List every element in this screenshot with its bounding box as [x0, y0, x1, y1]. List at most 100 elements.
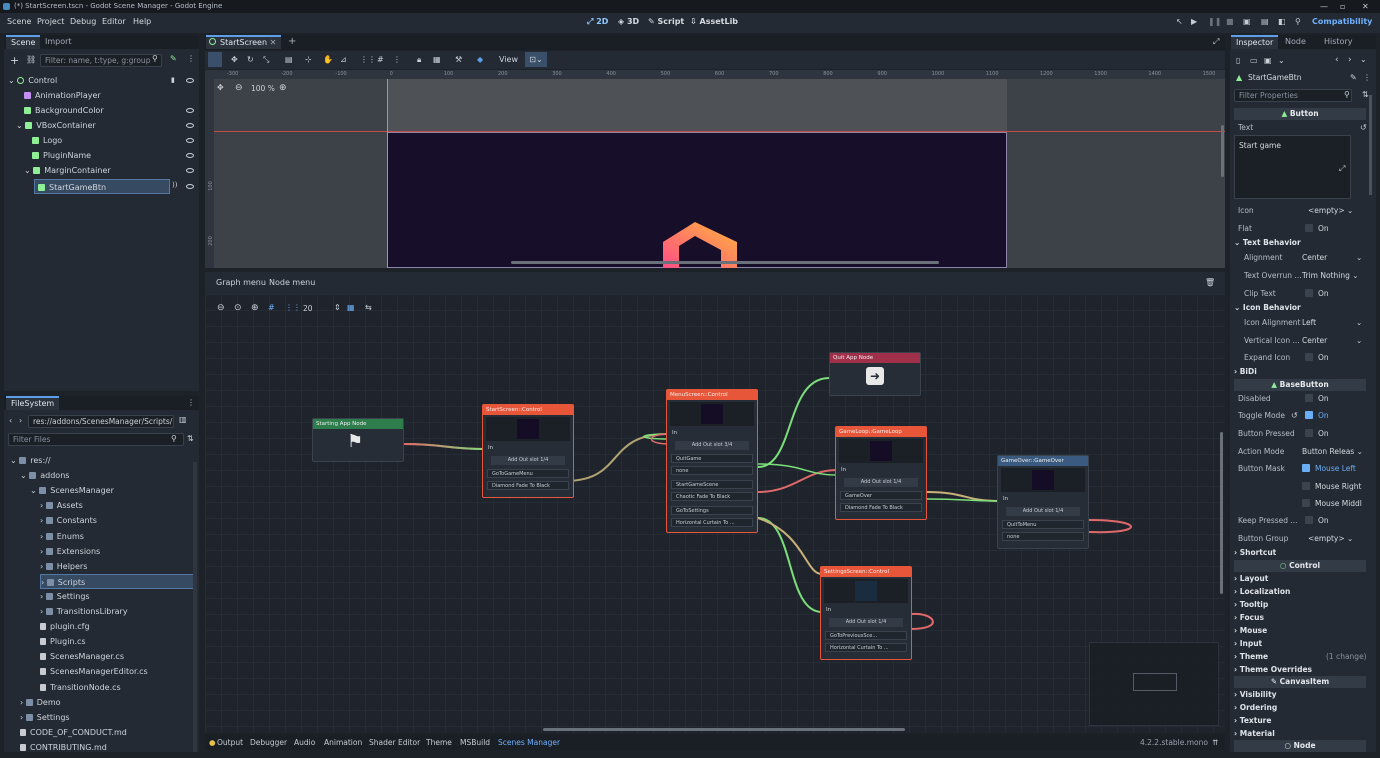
graph-edit[interactable]: ⊖ ⊙ ⊕ # ⋮⋮ 20 ⇕ ▦ ⇆ Starting App Node ⚑ … — [205, 294, 1225, 733]
out-slot-scene[interactable]: GoToPreviousSce... — [825, 631, 907, 640]
renderer-select[interactable]: Compatibility — [1312, 17, 1373, 26]
file-item[interactable]: › Settings — [40, 591, 90, 601]
out-slot-scene[interactable]: GameOver — [840, 491, 922, 500]
tab-node[interactable]: Node — [1285, 37, 1306, 46]
revert-icon[interactable]: ↺ — [1291, 411, 1298, 420]
tree-item-backgroundcolor[interactable]: BackgroundColor — [24, 103, 104, 118]
tab-animation[interactable]: Animation — [324, 738, 363, 747]
zoom-reset-icon[interactable]: ⊙ — [234, 303, 242, 313]
add-node-icon[interactable]: + — [10, 54, 20, 67]
out-slot-transition[interactable]: Chaotic Fade To Black — [671, 492, 753, 501]
script-attached-icon[interactable]: ▮ — [171, 76, 175, 84]
menu-project[interactable]: Project — [37, 17, 65, 26]
menu-help[interactable]: Help — [133, 17, 152, 26]
out-slot-transition[interactable]: Diamond Fade To Black — [487, 481, 569, 490]
action-mode-select[interactable]: Button Releas ⌄ — [1302, 447, 1363, 456]
group-texture[interactable]: › Texture — [1234, 716, 1272, 725]
mask-mouse-left[interactable]: Mouse Left — [1302, 464, 1356, 473]
group-icon-behavior[interactable]: ⌄ Icon Behavior — [1234, 303, 1301, 312]
file-item[interactable]: CODE_OF_CONDUCT.md — [20, 725, 127, 740]
zoom-level[interactable]: 100 % — [251, 84, 275, 93]
text-edit[interactable]: Start game ⤢ — [1234, 135, 1351, 199]
visibility-eye-icon[interactable] — [186, 153, 194, 158]
select-mode-icon[interactable] — [208, 52, 222, 67]
node-menu[interactable]: Node menu — [269, 278, 316, 287]
snap-icon[interactable]: ⋮⋮ — [285, 303, 301, 312]
zoom-in-icon[interactable]: ⊕ — [251, 303, 259, 313]
view-menu[interactable]: View — [499, 55, 518, 64]
kebab-icon[interactable]: ⋮ — [187, 54, 195, 63]
graph-node-startscreen[interactable]: StartScreen::Control In Add Out slot 1/4… — [482, 404, 574, 498]
out-slot-scene[interactable]: QuitToMenu — [1002, 520, 1084, 529]
tree-item-pluginname[interactable]: PluginName — [32, 148, 91, 163]
load-resource-icon[interactable]: ▭ — [1250, 56, 1258, 65]
mode-script-button[interactable]: ✎ Script — [648, 17, 685, 26]
graph-node-gameloop[interactable]: GameLoop::GameLoop In Add Out slot 1/4 G… — [835, 426, 927, 520]
history-back-icon[interactable]: ‹ — [1335, 55, 1339, 65]
out-slot-transition[interactable]: Horizontal Curtain To ... — [671, 518, 753, 527]
v-scrollbar[interactable] — [1221, 125, 1224, 177]
add-slot-button[interactable]: Add Out slot 1/4 — [491, 456, 565, 465]
tab-shader-editor[interactable]: Shader Editor — [369, 738, 421, 747]
group-mouse[interactable]: › Mouse — [1234, 626, 1268, 635]
menu-scene[interactable]: Scene — [7, 17, 32, 26]
out-slot-transition[interactable]: none — [671, 466, 753, 475]
pivot-icon[interactable]: ⊹ — [305, 55, 312, 64]
visibility-eye-icon[interactable] — [186, 78, 194, 83]
tab-filesystem[interactable]: FileSystem — [6, 396, 60, 410]
graph-node-menuscreen[interactable]: MenuScreen::Control In Add Out slot 3/4 … — [666, 389, 758, 533]
graph-menu[interactable]: Graph menu — [216, 278, 266, 287]
visibility-icon[interactable]: ◆ — [477, 55, 484, 64]
pause-icon[interactable]: ❚❚ — [1208, 17, 1222, 26]
out-slot-scene[interactable]: StartGameScene — [671, 480, 753, 489]
back-icon[interactable]: ‹ — [9, 416, 13, 425]
visibility-eye-icon[interactable] — [186, 123, 194, 128]
group-layout[interactable]: › Layout — [1234, 574, 1269, 583]
tab-inspector[interactable]: Inspector — [1231, 35, 1279, 49]
icon-picker[interactable]: <empty> ⌄ — [1308, 206, 1354, 215]
forward-icon[interactable]: › — [19, 416, 23, 425]
kebab-icon[interactable]: ⋮ — [187, 398, 195, 407]
file-filter-input[interactable]: Filter Files — [8, 433, 184, 446]
expand-icon[interactable]: ⤢ — [1339, 164, 1346, 173]
alignment-select[interactable]: Center ⌄ — [1302, 253, 1363, 262]
tree-item-vboxcontainer[interactable]: ⌄ VBoxContainer — [16, 121, 96, 130]
tab-import[interactable]: Import — [45, 37, 72, 46]
file-item[interactable]: › TransitionsLibrary — [40, 607, 128, 616]
grid-snap-icon[interactable]: # — [377, 55, 384, 64]
add-slot-button[interactable]: Add Out slot 1/4 — [844, 478, 918, 487]
snap-options-icon[interactable]: ⋮ — [393, 55, 401, 64]
maximize-icon[interactable]: ▫ — [1340, 2, 1346, 11]
tab-startscreen[interactable]: StartScreen ✕ — [206, 35, 282, 49]
group-theme[interactable]: › Theme — [1234, 652, 1269, 661]
mode-3d-button[interactable]: ◈ 3D — [618, 17, 640, 26]
out-slot-scene[interactable]: QuitGame — [671, 454, 753, 463]
file-item[interactable]: TransitionNode.cs — [40, 680, 121, 695]
tree-item-animationplayer[interactable]: AnimationPlayer — [24, 88, 101, 103]
out-slot-scene[interactable]: GoToSettings — [671, 506, 753, 515]
disabled-checkbox[interactable]: On — [1305, 394, 1329, 403]
distraction-free-icon[interactable]: ⤢ — [1213, 37, 1220, 46]
file-item[interactable]: ⌄ res:// — [10, 456, 51, 465]
toggle-mode-checkbox[interactable]: On — [1305, 411, 1329, 420]
file-item[interactable]: CONTRIBUTING.md — [20, 740, 107, 755]
group-localization[interactable]: › Localization — [1234, 587, 1291, 596]
mode-2d-button[interactable]: ⤢ 2D — [587, 17, 609, 26]
group-material[interactable]: › Material — [1234, 729, 1275, 738]
file-item[interactable]: › Extensions — [40, 546, 101, 556]
vertical-icon-select[interactable]: Center ⌄ — [1302, 336, 1363, 345]
graph-minimap[interactable] — [1089, 642, 1219, 726]
add-slot-button[interactable]: Add Out slot 3/4 — [675, 441, 749, 450]
filter-properties-input[interactable]: Filter Properties — [1234, 89, 1352, 102]
flat-checkbox[interactable]: On — [1305, 224, 1329, 233]
object-menu-icon[interactable]: ⋮ — [1363, 73, 1371, 82]
button-group-picker[interactable]: <empty> ⌄ — [1308, 534, 1354, 543]
history-menu-icon[interactable]: ⌄ — [1360, 55, 1367, 64]
graph-node-gameover[interactable]: GameOver::GameOver In Add Out slot 1/4 Q… — [997, 455, 1089, 549]
clip-text-checkbox[interactable]: On — [1305, 289, 1329, 298]
expand-panel-icon[interactable]: ⇈ — [1212, 738, 1219, 747]
visibility-eye-icon[interactable] — [186, 168, 194, 173]
group-visibility[interactable]: › Visibility — [1234, 690, 1277, 699]
visibility-eye-icon[interactable] — [186, 138, 194, 143]
